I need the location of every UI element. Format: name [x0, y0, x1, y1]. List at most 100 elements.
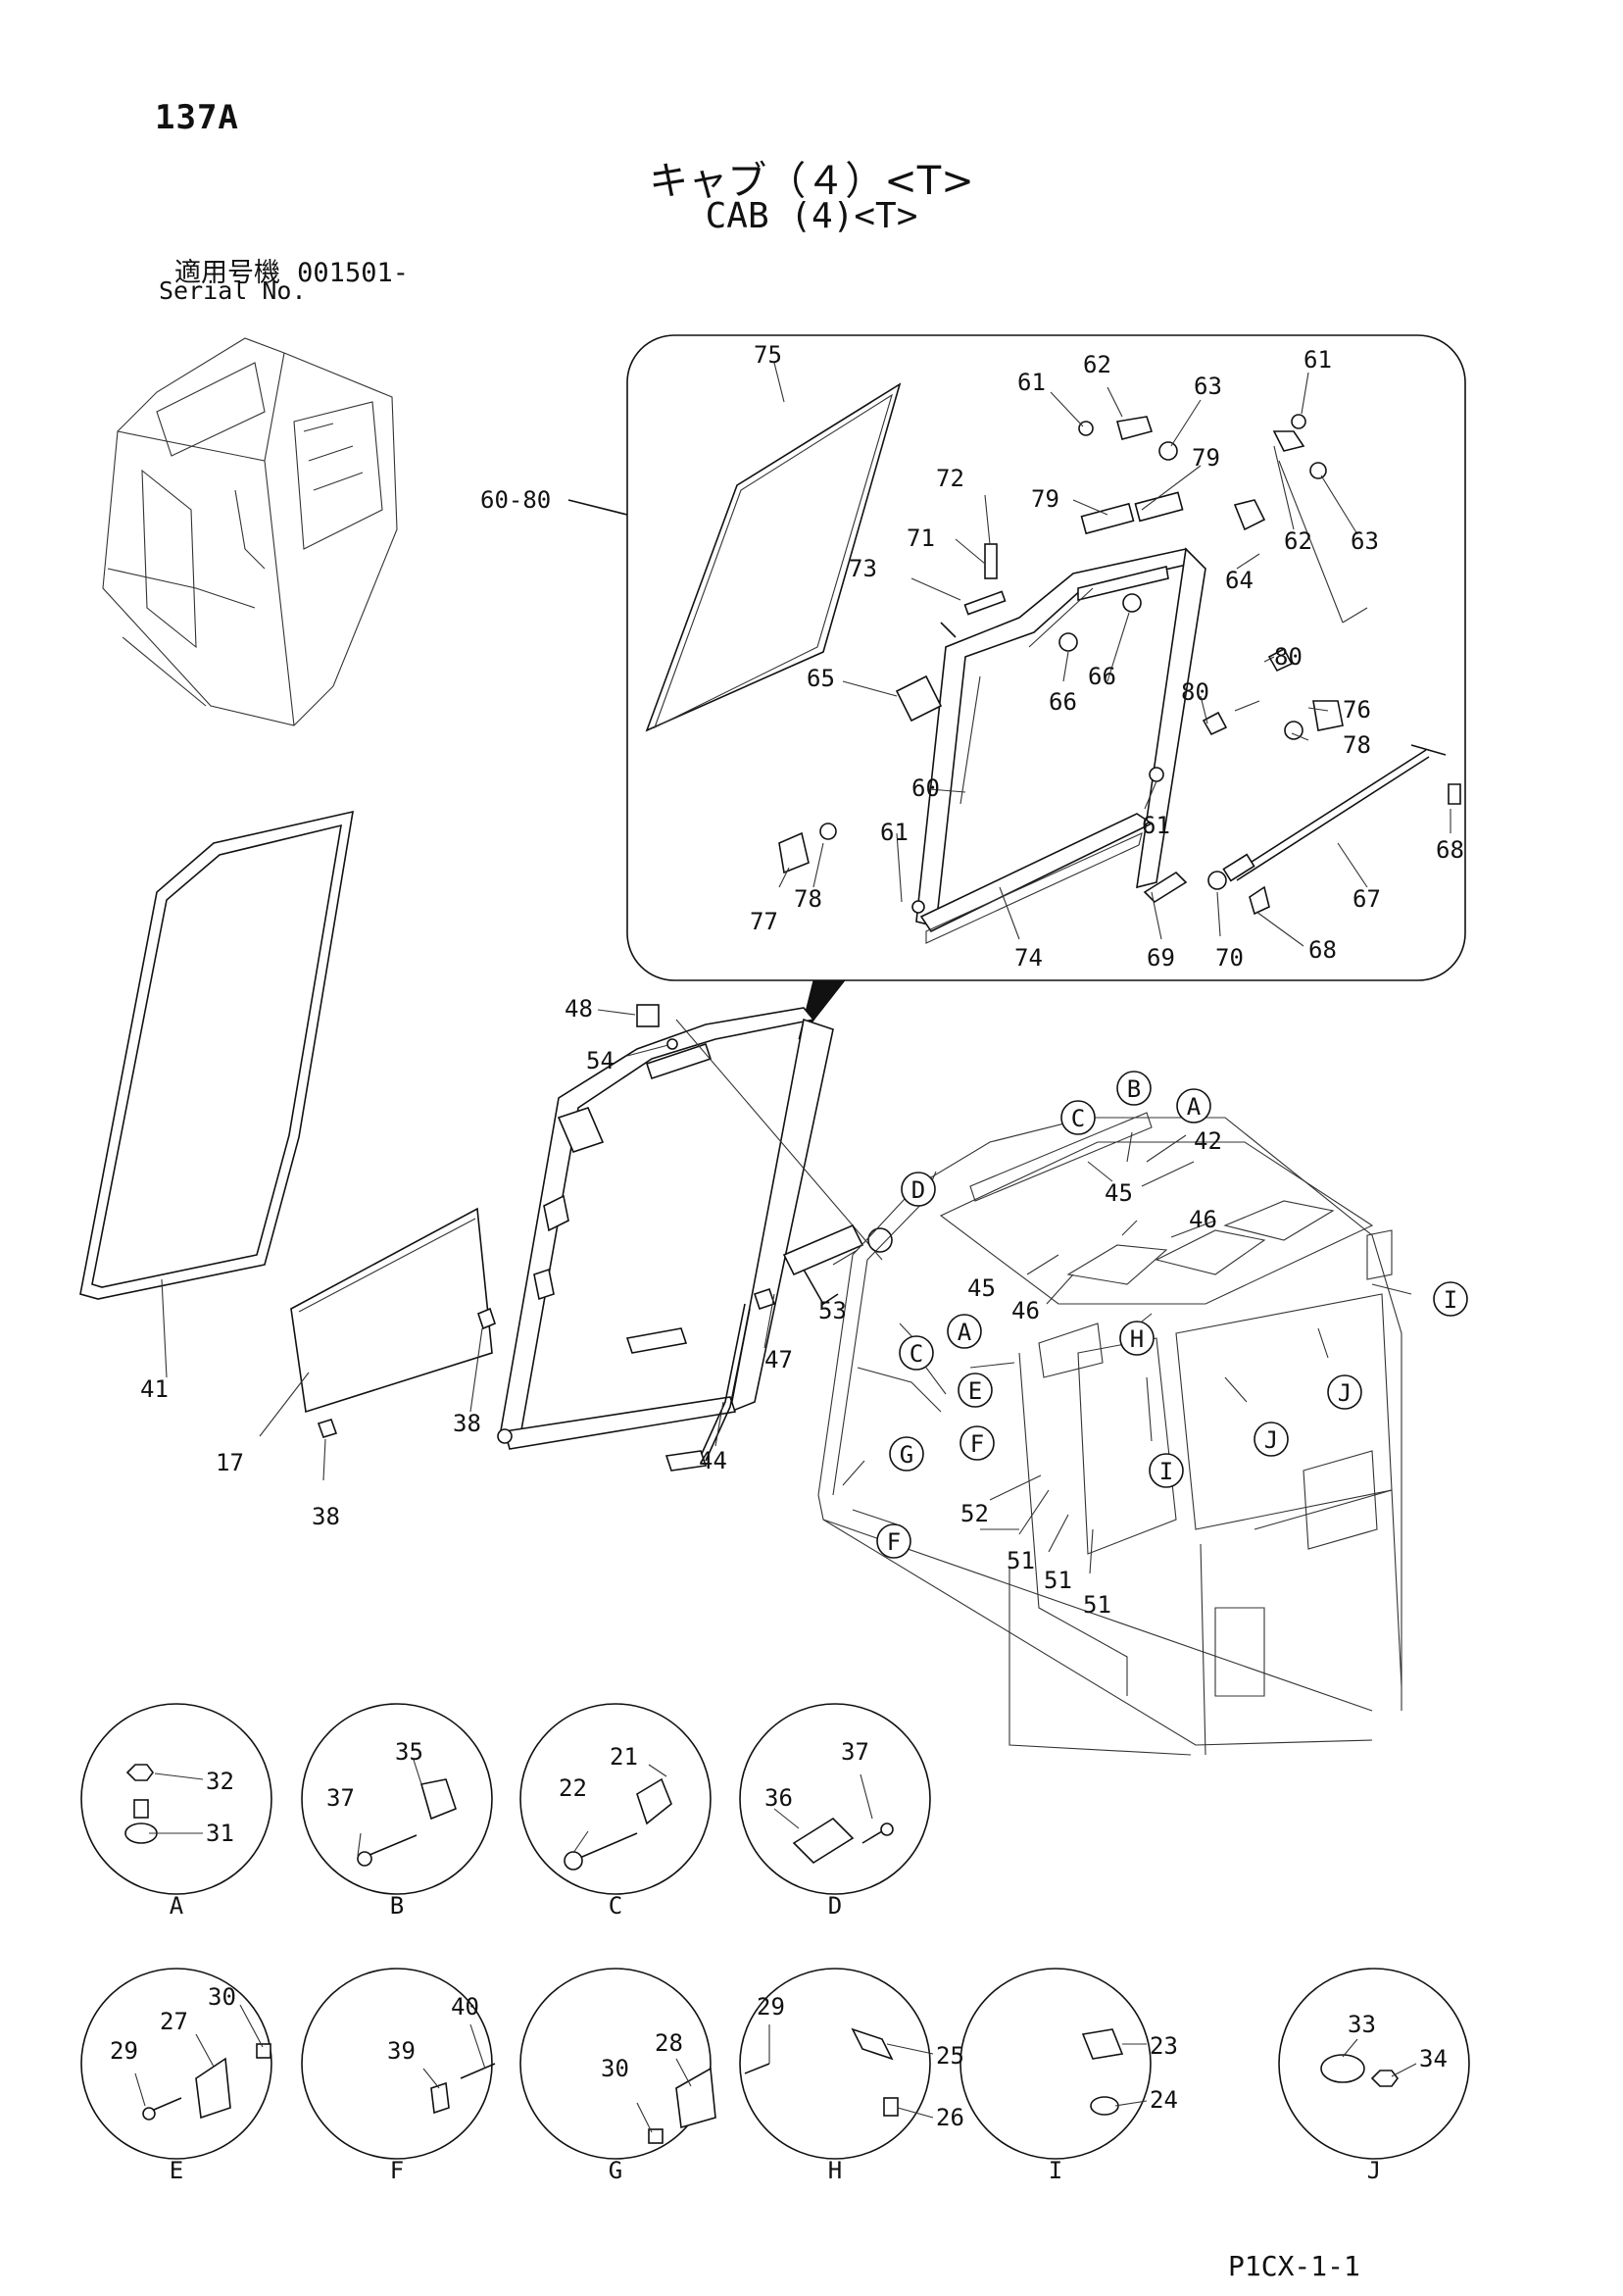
callout-51: 51 [1007, 1547, 1035, 1574]
callout-38: 38 [312, 1503, 340, 1530]
ref-I: I [1444, 1286, 1457, 1314]
callout-80: 80 [1181, 678, 1209, 706]
callout-17: 17 [216, 1449, 244, 1476]
callout-40: 40 [451, 1993, 479, 2021]
callout-60-80: 60-80 [480, 486, 551, 514]
callout-66: 66 [1049, 688, 1077, 716]
callout-63: 63 [1194, 373, 1222, 400]
callout-30: 30 [208, 1983, 236, 2011]
callout-37: 37 [326, 1784, 355, 1812]
callout-77: 77 [750, 908, 778, 935]
callout-42: 42 [1194, 1127, 1222, 1155]
door-frame-assembly [497, 1004, 893, 1472]
detail-letters: A B C D E F G H I J [170, 1892, 1381, 2184]
callout-72: 72 [936, 465, 964, 492]
callout-26: 26 [936, 2104, 964, 2131]
callout-46: 46 [1011, 1297, 1040, 1324]
callout-21: 21 [610, 1743, 638, 1771]
detail-letter-D: D [828, 1892, 842, 1920]
ref-D: D [911, 1176, 925, 1204]
callout-60: 60 [911, 774, 940, 802]
callout-28: 28 [655, 2029, 683, 2057]
detail-letter-A: A [170, 1892, 184, 1920]
door-frame-60 [915, 491, 1206, 944]
serial-label-jp-text: 適用号機 [174, 258, 280, 288]
callout-46: 46 [1189, 1206, 1217, 1233]
callout-73: 73 [849, 555, 877, 582]
callout-48: 48 [565, 995, 593, 1023]
serial-label-japanese: 適用号機 001501- [174, 251, 409, 289]
title-japanese: キャブ（４）<T> [649, 159, 974, 204]
ref-C: C [1071, 1105, 1085, 1132]
rod-67 [1222, 744, 1447, 882]
detail-letter-J: J [1367, 2157, 1381, 2184]
callout-68: 68 [1308, 936, 1337, 964]
detail-circle-parts [124, 1764, 1399, 2144]
ref-A: A [958, 1319, 972, 1346]
callout-31: 31 [206, 1820, 234, 1847]
callout-45: 45 [1105, 1179, 1133, 1207]
detail-letter-G: G [609, 2157, 622, 2184]
callout-61: 61 [1142, 812, 1170, 839]
serial-value: 001501- [297, 258, 409, 288]
ref-H: H [1130, 1325, 1144, 1353]
leader-lines [134, 362, 1451, 2133]
callout-78: 78 [1343, 731, 1371, 759]
callout-39: 39 [387, 2037, 416, 2065]
callout-79: 79 [1031, 485, 1059, 513]
callout-63: 63 [1351, 527, 1379, 555]
callout-62: 62 [1284, 527, 1312, 555]
ref-J: J [1264, 1426, 1278, 1454]
cab-body [817, 1112, 1402, 1756]
glass-panel-17 [290, 1207, 493, 1414]
callout-47: 47 [764, 1346, 793, 1373]
callout-22: 22 [559, 1774, 587, 1802]
callout-53: 53 [818, 1297, 847, 1324]
callout-45: 45 [967, 1274, 996, 1302]
ref-B: B [1127, 1075, 1141, 1103]
cab-thumbnail [102, 337, 398, 726]
detail-letter-E: E [170, 2157, 183, 2184]
detail-letter-B: B [390, 1892, 404, 1920]
detail-small-parts [778, 414, 1461, 916]
callout-44: 44 [699, 1447, 727, 1474]
ref-J: J [1338, 1379, 1352, 1407]
door-seal-41 [79, 810, 354, 1300]
callout-37: 37 [841, 1738, 869, 1766]
rubber-38-lower [317, 1419, 338, 1438]
callout-61: 61 [880, 819, 909, 846]
callout-36: 36 [764, 1784, 793, 1812]
callout-71: 71 [907, 524, 935, 552]
callout-27: 27 [160, 2008, 188, 2035]
detail-letter-I: I [1049, 2157, 1062, 2184]
callout-64: 64 [1225, 567, 1254, 594]
callout-29: 29 [757, 1993, 785, 2021]
callout-61: 61 [1017, 369, 1046, 396]
callout-32: 32 [206, 1768, 234, 1795]
serial-label-english: Serial No. [159, 276, 307, 305]
callout-52: 52 [960, 1500, 989, 1527]
callout-76: 76 [1343, 696, 1371, 724]
callout-54: 54 [586, 1047, 615, 1074]
callout-numbers: 75 61 62 63 61 79 79 72 71 73 60-80 62 6… [110, 341, 1464, 2131]
callout-24: 24 [1150, 2086, 1178, 2114]
callout-34: 34 [1419, 2045, 1448, 2072]
callout-78: 78 [794, 885, 822, 913]
ref-G: G [900, 1441, 913, 1469]
callout-38: 38 [453, 1410, 481, 1437]
callout-23: 23 [1150, 2032, 1178, 2060]
ref-circles [876, 1071, 1468, 1559]
callout-80: 80 [1274, 643, 1303, 671]
callout-41: 41 [140, 1375, 169, 1403]
drawing-code: P1CX-1-1 [1228, 2250, 1360, 2282]
callout-61: 61 [1303, 346, 1332, 374]
callout-65: 65 [807, 665, 835, 692]
callout-68: 68 [1436, 836, 1464, 864]
callout-35: 35 [395, 1738, 423, 1766]
detail-letter-H: H [828, 2157, 842, 2184]
callout-69: 69 [1147, 944, 1175, 972]
rubber-38-upper [477, 1307, 496, 1330]
callout-74: 74 [1014, 944, 1043, 972]
title-english: CAB (4)<T> [705, 196, 918, 236]
